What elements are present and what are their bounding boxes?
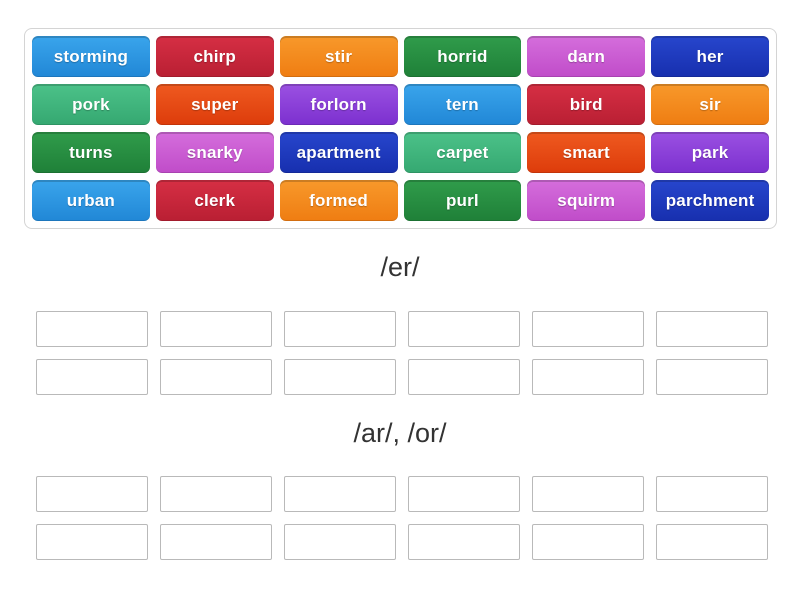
drop-slot[interactable] — [284, 359, 396, 395]
word-tile-tern[interactable]: tern — [403, 84, 522, 125]
drop-slot[interactable] — [284, 524, 396, 560]
word-tile-horrid[interactable]: horrid — [403, 36, 522, 77]
word-tile-parchment[interactable]: parchment — [651, 180, 769, 221]
drop-slot[interactable] — [36, 476, 148, 512]
word-tile-super[interactable]: super — [155, 84, 274, 125]
drop-slot[interactable] — [36, 311, 148, 347]
drop-slot[interactable] — [160, 311, 272, 347]
drop-slot[interactable] — [408, 359, 520, 395]
drop-slot[interactable] — [408, 476, 520, 512]
word-tile-carpet[interactable]: carpet — [403, 132, 522, 173]
drop-slot[interactable] — [532, 359, 644, 395]
drop-slot[interactable] — [408, 311, 520, 347]
drop-slot[interactable] — [160, 524, 272, 560]
word-tile-urban[interactable]: urban — [32, 180, 150, 221]
drop-slot[interactable] — [656, 311, 768, 347]
word-tile-stir[interactable]: stir — [279, 36, 398, 77]
drop-slot[interactable] — [160, 476, 272, 512]
group-heading-ar-or: /ar/, /or/ — [353, 418, 447, 448]
word-tile-darn[interactable]: darn — [527, 36, 646, 77]
word-tile-storming[interactable]: storming — [32, 36, 150, 77]
drop-slot[interactable] — [408, 524, 520, 560]
word-tile-clerk[interactable]: clerk — [155, 180, 274, 221]
word-tile-chirp[interactable]: chirp — [155, 36, 274, 77]
word-tile-forlorn[interactable]: forlorn — [279, 84, 398, 125]
word-tile-formed[interactable]: formed — [279, 180, 398, 221]
group-heading-er: /er/ — [380, 252, 420, 282]
drop-slot[interactable] — [532, 476, 644, 512]
drop-slot[interactable] — [656, 524, 768, 560]
drop-zone-ar-or — [36, 476, 768, 560]
drop-slot[interactable] — [284, 311, 396, 347]
word-tile-squirm[interactable]: squirm — [527, 180, 646, 221]
drop-slot[interactable] — [656, 476, 768, 512]
drop-zone-er — [36, 311, 768, 395]
drop-slot[interactable] — [532, 524, 644, 560]
word-tile-her[interactable]: her — [651, 36, 769, 77]
word-tile-smart[interactable]: smart — [527, 132, 646, 173]
word-tile-purl[interactable]: purl — [403, 180, 522, 221]
word-tile-park[interactable]: park — [651, 132, 769, 173]
word-tile-apartment[interactable]: apartment — [279, 132, 398, 173]
drop-slot[interactable] — [36, 524, 148, 560]
word-tile-pork[interactable]: pork — [32, 84, 150, 125]
word-tile-sir[interactable]: sir — [651, 84, 769, 125]
drop-slot[interactable] — [160, 359, 272, 395]
drop-slot[interactable] — [284, 476, 396, 512]
drop-slot[interactable] — [36, 359, 148, 395]
drop-slot[interactable] — [656, 359, 768, 395]
word-tile-turns[interactable]: turns — [32, 132, 150, 173]
drop-slot[interactable] — [532, 311, 644, 347]
word-tile-snarky[interactable]: snarky — [155, 132, 274, 173]
word-tile-bird[interactable]: bird — [527, 84, 646, 125]
